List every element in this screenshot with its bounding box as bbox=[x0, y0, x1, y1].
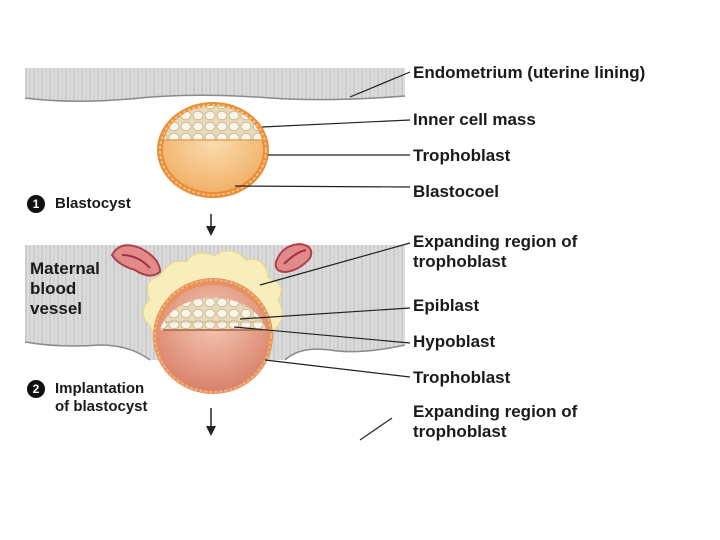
step-badge-1: 1 bbox=[27, 195, 45, 213]
label-hypoblast: Hypoblast bbox=[413, 332, 496, 351]
leader-trophoblast-2 bbox=[264, 359, 411, 378]
label-expanding-region-1-line2: trophoblast bbox=[413, 252, 507, 271]
leader-epiblast bbox=[239, 307, 411, 320]
leader-expanding-1 bbox=[259, 242, 411, 286]
leader-inner-cell-mass bbox=[261, 119, 411, 128]
inner-cell-mass-1 bbox=[163, 106, 263, 140]
label-endometrium: Endometrium (uterine lining) bbox=[413, 63, 646, 82]
leader-expanding-2 bbox=[359, 417, 393, 441]
label-blastocoel: Blastocoel bbox=[413, 182, 499, 201]
label-trophoblast-1: Trophoblast bbox=[413, 146, 511, 165]
maternal-blood-vessel-right bbox=[274, 242, 313, 274]
leader-hypoblast bbox=[233, 326, 411, 344]
label-inner-cell-mass: Inner cell mass bbox=[413, 110, 536, 129]
label-maternal-line3: vessel bbox=[30, 299, 82, 318]
step-caption-1: Blastocyst bbox=[55, 195, 131, 212]
implanted-embryo bbox=[153, 278, 273, 394]
step-badge-2: 2 bbox=[27, 380, 45, 398]
label-epiblast: Epiblast bbox=[413, 296, 480, 315]
endometrium-strip-1 bbox=[24, 68, 406, 103]
step-caption-2-line2: of blastocyst bbox=[55, 398, 148, 415]
label-trophoblast-2: Trophoblast bbox=[413, 368, 511, 387]
arrow-down-1 bbox=[206, 214, 216, 236]
label-maternal-line1: Maternal bbox=[30, 259, 100, 278]
blastocyst bbox=[157, 102, 269, 198]
leader-blastocoel bbox=[234, 185, 411, 188]
label-maternal-line2: blood bbox=[30, 279, 77, 298]
maternal-blood-vessel-left bbox=[110, 244, 162, 277]
label-expanding-region-2-line1: Expanding region of bbox=[413, 402, 578, 421]
label-expanding-region-2-line2: trophoblast bbox=[413, 422, 507, 441]
leader-endometrium bbox=[349, 71, 411, 98]
label-expanding-region-1-line1: Expanding region of bbox=[413, 232, 578, 251]
step-caption-2-line1: Implantation bbox=[55, 380, 145, 397]
arrow-down-2 bbox=[206, 408, 216, 436]
